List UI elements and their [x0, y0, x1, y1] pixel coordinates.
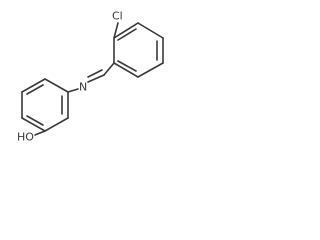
chlorine-label: Cl: [112, 10, 123, 23]
ring-inner-double-bond: [117, 28, 137, 41]
chlorophenyl-ring: [113, 22, 164, 78]
ring-bond: [113, 22, 139, 39]
n-to-ring-bond: [67, 88, 79, 93]
chemical-structure: Cl N HO: [17, 10, 164, 144]
ring-bond: [21, 117, 46, 132]
ring-inner-double-bond: [26, 115, 44, 126]
ring-inner-double-bond: [117, 60, 137, 72]
ring-to-ch-bond: [103, 62, 115, 76]
c-cl-bond: [113, 22, 119, 39]
ring-bond: [137, 22, 164, 39]
hydroxyl-label: HO: [17, 131, 34, 144]
ring-inner-double-bond: [26, 84, 44, 95]
ring-bond: [137, 62, 164, 78]
phenol-ring: [21, 78, 69, 132]
imine-double-bond: [87, 74, 105, 83]
ring-bond: [113, 62, 139, 78]
ring-bond: [21, 78, 46, 93]
c-o-bond: [34, 130, 46, 136]
imine-double-bond-second: [87, 69, 103, 78]
ring-bond: [44, 117, 69, 132]
ring-bond: [44, 78, 69, 93]
nitrogen-label: N: [79, 81, 87, 94]
